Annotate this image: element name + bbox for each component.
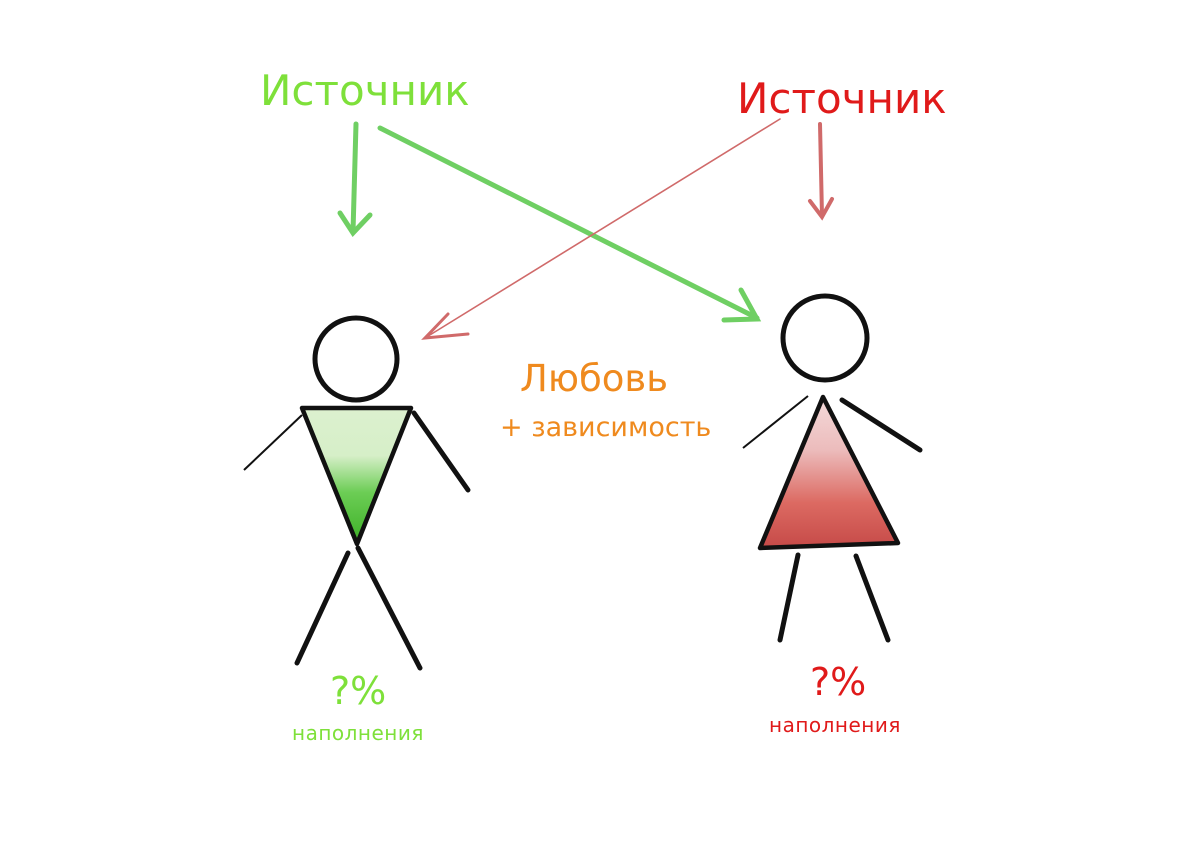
man-right-leg bbox=[355, 545, 423, 671]
woman-figure bbox=[742, 293, 923, 643]
source-right-label: Источник bbox=[737, 74, 947, 123]
green-arrow-diagonal bbox=[377, 125, 762, 323]
love-label: Любовь bbox=[520, 357, 669, 400]
woman-right-leg bbox=[853, 553, 891, 643]
man-torso bbox=[299, 405, 414, 547]
source-left-label: Источник bbox=[260, 66, 470, 115]
man-right-arm bbox=[411, 410, 471, 493]
red-arrow-diagonal bbox=[421, 118, 781, 340]
woman-left-leg bbox=[777, 552, 801, 643]
man-percent-label: ?% bbox=[330, 669, 387, 713]
woman-fill-caption: наполнения bbox=[769, 713, 901, 737]
man-left-arm bbox=[243, 414, 303, 471]
woman-percent-label: ?% bbox=[810, 660, 867, 704]
green-arrow-down bbox=[337, 121, 373, 238]
dependency-label: + зависимость bbox=[500, 412, 712, 443]
woman-left-arm bbox=[742, 395, 809, 449]
woman-head bbox=[780, 293, 870, 383]
man-figure bbox=[243, 315, 471, 671]
woman-dress bbox=[757, 394, 901, 551]
man-head bbox=[312, 315, 400, 403]
red-arrow-down bbox=[808, 122, 834, 221]
woman-right-arm bbox=[839, 397, 923, 453]
man-fill-caption: наполнения bbox=[292, 721, 424, 745]
man-left-leg bbox=[294, 550, 351, 666]
